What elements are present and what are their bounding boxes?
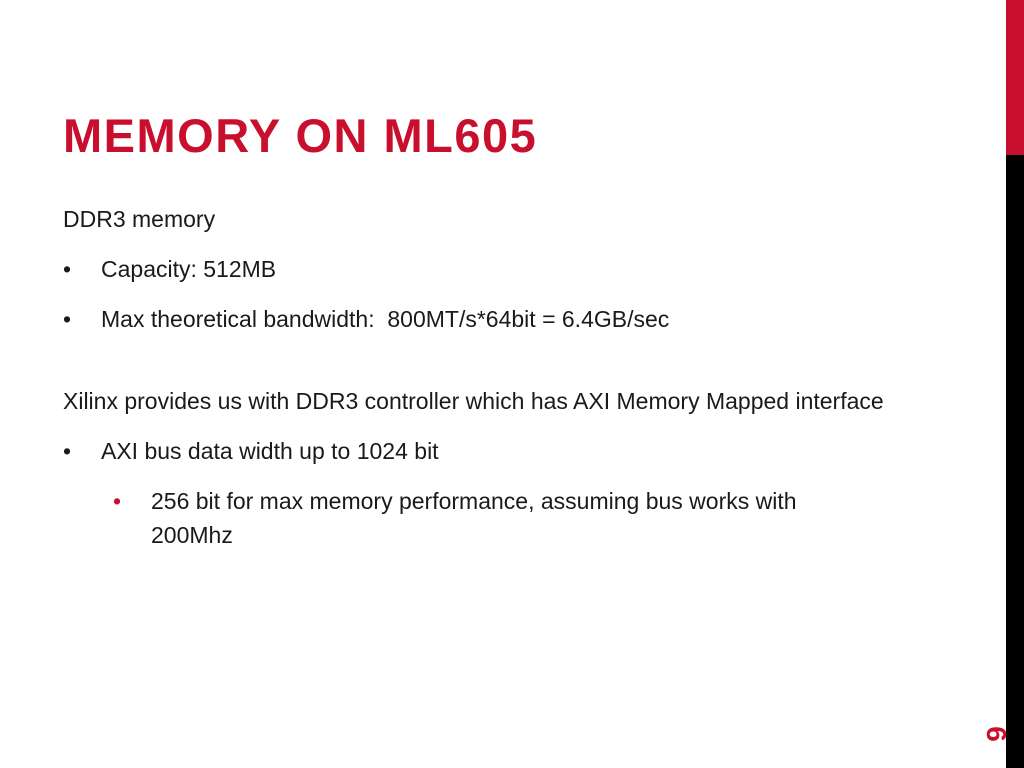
- bullet-glyph: •: [63, 256, 72, 282]
- sub-bullet-glyph: •: [113, 488, 122, 514]
- section-heading-xilinx: Xilinx provides us with DDR3 controller …: [63, 388, 884, 414]
- bullet-glyph: •: [63, 306, 72, 332]
- bullet-text: Max theoretical bandwidth: 800MT/s*64bit…: [101, 306, 670, 332]
- page-number: 6: [981, 726, 1012, 742]
- slide-title: MEMORY ON ML605: [63, 109, 538, 162]
- section-heading-ddr3: DDR3 memory: [63, 206, 216, 232]
- sub-bullet-text: 256 bit for max memory performance, assu…: [151, 488, 797, 548]
- sub-bullet-256bit: • 256 bit for max memory performance, as…: [63, 484, 851, 552]
- slide-content: DDR3 memory • Capacity: 512MB • Max theo…: [63, 202, 923, 568]
- bullet-bandwidth: • Max theoretical bandwidth: 800MT/s*64b…: [63, 302, 923, 336]
- bullet-text: Capacity: 512MB: [101, 256, 277, 282]
- bullet-glyph: •: [63, 438, 72, 464]
- side-bar-dark: [1006, 155, 1024, 768]
- bullet-axi-width: • AXI bus data width up to 1024 bit: [63, 434, 923, 468]
- bullet-text: AXI bus data width up to 1024 bit: [101, 438, 439, 464]
- side-bar-accent: [1006, 0, 1024, 155]
- section-spacer: [63, 352, 923, 384]
- bullet-capacity: • Capacity: 512MB: [63, 252, 923, 286]
